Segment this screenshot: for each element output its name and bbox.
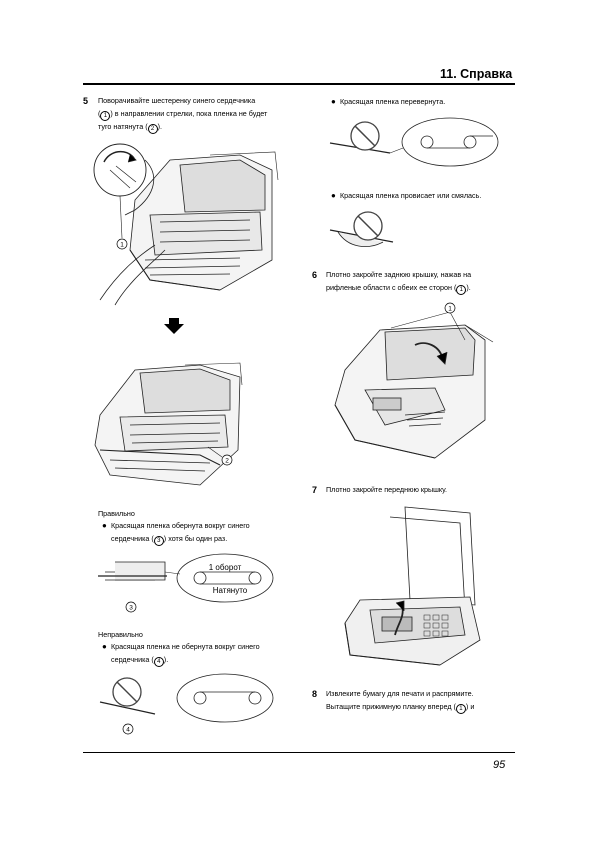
roll-correct-illustration: 1 оборот Натянуто 3 <box>98 553 274 613</box>
step-7-text: Плотно закройте переднюю крышку. <box>326 485 448 494</box>
incorrect-line2-text: сердечника <box>111 654 150 664</box>
fax-film-tight-illustration: 2 <box>94 362 243 486</box>
step-8-number: 8 <box>312 689 318 699</box>
fax-front-cover-illustration <box>344 506 481 666</box>
callout-1-step8: 1 <box>455 703 466 714</box>
callout-4: 4 <box>153 656 164 667</box>
step-5-number: 5 <box>83 96 89 106</box>
section-title: 11. Справка <box>440 67 513 81</box>
roll-incorrect-illustration: 4 <box>99 673 274 735</box>
callout-3: 3 <box>153 535 164 546</box>
step-8-line2: Вытащите прижимную планку вперед (1) и <box>326 701 475 714</box>
correct-line2-tail: хотя бы один раз. <box>168 533 228 543</box>
label-one-turn: 1 оборот <box>209 563 242 572</box>
illus-callout-2: 2 <box>225 458 229 465</box>
down-arrow-icon <box>164 318 184 334</box>
step-5-line2: (1) в направлении стрелки, пока пленка н… <box>98 108 268 121</box>
step-6-line1: Плотно закройте заднюю крышку, нажав на <box>326 270 472 279</box>
sagging-film-text: Красящая пленка провисает или смялась. <box>340 191 482 200</box>
roll-sagging-illustration <box>329 211 394 247</box>
step-7-number: 7 <box>312 485 318 495</box>
incorrect-bullet: ● Красящая пленка не обернута вокруг син… <box>102 641 311 667</box>
step-8-line2-tail: и <box>470 701 475 711</box>
illus-callout-1-step6: 1 <box>448 306 452 313</box>
step-5-line3-text: туго натянута <box>98 121 144 131</box>
fax-gear-illustration: 1 <box>93 143 279 306</box>
step-5-line1: Поворачивайте шестеренку синего сердечни… <box>98 96 256 105</box>
step-6-line2: рифленые области с обеих ее сторон (1). <box>326 282 471 295</box>
sagging-film-bullet: ● Красящая пленка провисает или смялась. <box>331 190 482 203</box>
bullet-dot: ● <box>102 642 107 651</box>
bullet-dot: ● <box>102 521 107 530</box>
correct-line2-text: сердечника <box>111 533 150 543</box>
correct-line1: Красящая пленка обернута вокруг синего <box>111 521 250 530</box>
incorrect-line2: сердечника (4). <box>111 654 169 667</box>
step-6-line2-text: рифленые области с обеих ее сторон <box>326 282 452 292</box>
illus-callout-1: 1 <box>120 242 124 249</box>
page-number: 95 <box>493 759 506 771</box>
bullet-dot: ● <box>331 191 336 200</box>
reversed-film-bullet: ● Красящая пленка перевернута. <box>331 96 446 109</box>
step-5-text: Поворачивайте шестеренку синего сердечни… <box>98 95 318 134</box>
incorrect-title: Неправильно <box>98 630 143 639</box>
roll-reversed-illustration <box>329 117 499 167</box>
correct-line2: сердечника (3) хотя бы один раз. <box>111 533 228 546</box>
step-6-text: Плотно закройте заднюю крышку, нажав на … <box>326 269 516 295</box>
callout-2: 2 <box>147 123 158 134</box>
callout-1-step6: 1 <box>456 284 467 295</box>
step-6-number: 6 <box>312 270 318 280</box>
illus-callout-3: 3 <box>129 605 133 612</box>
step-8-line1: Извлеките бумагу для печати и распрямите… <box>326 689 474 698</box>
fax-back-cover-illustration: 1 <box>334 302 494 459</box>
step-5-line3: туго натянута (2). <box>98 121 162 134</box>
reversed-film-text: Красящая пленка перевернута. <box>340 97 446 106</box>
footer-rule <box>83 752 515 753</box>
illus-callout-4: 4 <box>126 727 130 734</box>
callout-1: 1 <box>100 110 111 121</box>
step-8-line2-text: Вытащите прижимную планку вперед <box>326 701 452 711</box>
step-8-text: Извлеките бумагу для печати и распрямите… <box>326 688 516 714</box>
correct-bullet: ● Красящая пленка обернута вокруг синего… <box>102 520 311 546</box>
step-5-line2-text: в направлении стрелки, пока пленка не бу… <box>114 108 268 118</box>
incorrect-line1: Красящая пленка не обернута вокруг синег… <box>111 642 260 651</box>
correct-title: Правильно <box>98 509 135 518</box>
label-tight: Натянуто <box>213 586 248 595</box>
header-rule <box>83 83 515 85</box>
bullet-dot: ● <box>331 97 336 106</box>
